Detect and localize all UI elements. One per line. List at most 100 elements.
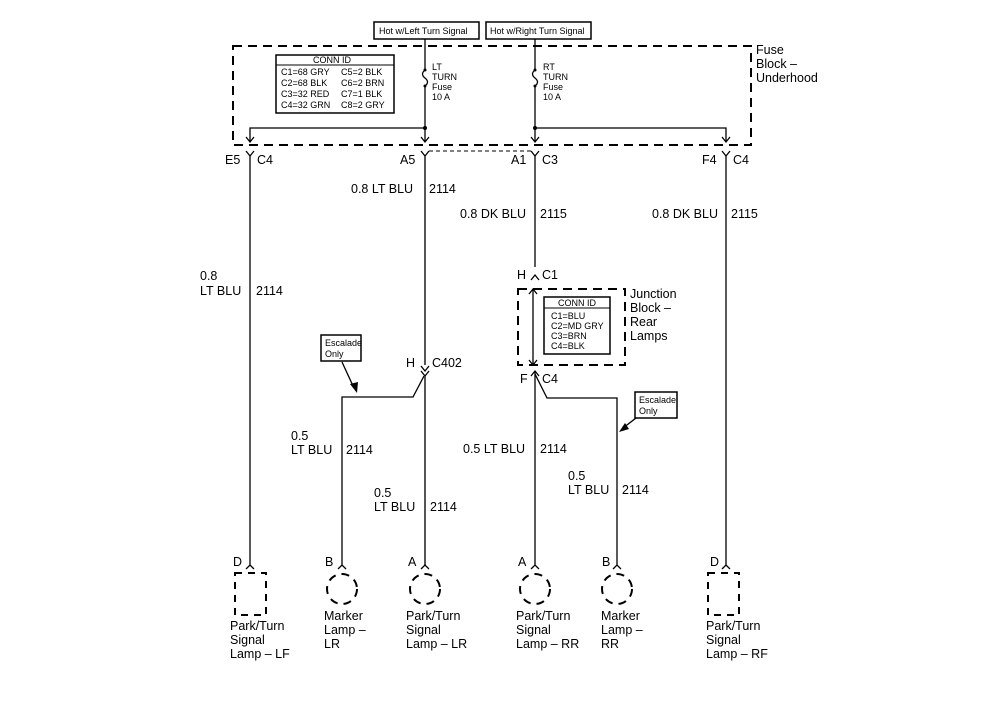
rt-turn-fuse: RT TURN Fuse 10 A [531, 39, 568, 130]
fuse-block-label-1: Fuse [756, 43, 784, 57]
arrow-icon [530, 136, 540, 144]
lf-wire-circuit: 2114 [256, 284, 283, 298]
rt-fuse-label: Fuse [543, 82, 563, 92]
arrow-icon [420, 136, 430, 144]
lamp-lr-marker: B Marker Lamp – LR [324, 555, 366, 651]
f4-pin: F4 [702, 153, 717, 167]
lr-marker-circuit: 2114 [346, 443, 373, 457]
lr-turn-color: LT BLU [374, 500, 415, 514]
lamp-bulb-icon [326, 573, 358, 605]
junction-label: Rear [630, 315, 657, 329]
junction-conn-id: CONN ID C1=BLU C2=MD GRY C3=BRN C4=BLK [543, 296, 611, 355]
lamp-bulb-icon [519, 573, 551, 605]
rr-marker-color: LT BLU [568, 483, 609, 497]
conn-id-cell: C1=68 GRY [281, 67, 330, 77]
wire-lr-marker [341, 375, 425, 565]
lr-marker-gauge: 0.5 [291, 429, 308, 443]
lamp-label: Lamp – [601, 623, 643, 637]
rt-bus [535, 127, 727, 141]
rt-fuse-label: RT [543, 62, 555, 72]
lf-wire-gauge: 0.8 [200, 269, 217, 283]
lamp-bulb-icon [601, 573, 633, 605]
conn-id-cell: C3=32 RED [281, 89, 330, 99]
lamp-pin: A [518, 555, 527, 569]
rt-fuse-label: TURN [543, 72, 568, 82]
fuse-block-label-2: Block – [756, 57, 797, 71]
junction-conn-id-row: C2=MD GRY [551, 321, 604, 331]
fuse-block-outline [232, 45, 752, 146]
lamp-rr-marker: B Marker Lamp – RR [601, 555, 643, 651]
lamp-rr-turn: A Park/Turn Signal Lamp – RR [516, 555, 579, 651]
lamp-label: Park/Turn [516, 609, 570, 623]
a1-conn: C3 [542, 153, 558, 167]
lamp-pin: B [602, 555, 610, 569]
rr-marker-circuit: 2114 [622, 483, 649, 497]
lamp-pin: D [710, 555, 719, 569]
a1-wire-size-color: 0.8 DK BLU [460, 207, 526, 221]
a5-wire-circuit: 2114 [429, 182, 456, 196]
lamp-label: Lamp – RF [706, 647, 768, 661]
lt-bus [249, 127, 425, 141]
connector-icon [337, 564, 347, 570]
conn-id-cell: C4=32 GRN [281, 100, 330, 110]
rr-turn-size-color: 0.5 LT BLU [463, 442, 525, 456]
lamp-lr-turn: A Park/Turn Signal Lamp – LR [406, 555, 467, 651]
h-c1-conn: C1 [542, 268, 558, 282]
connector-icon [420, 365, 430, 373]
connector-icon [721, 564, 731, 570]
arrow-icon [245, 136, 255, 144]
arrow-icon [721, 136, 731, 144]
lamp-label: Signal [516, 623, 551, 637]
junction-block-outline [517, 288, 626, 366]
junction-conn-id-header: CONN ID [558, 298, 597, 308]
lamp-pin: D [233, 555, 242, 569]
right-escalade-note: Escalade Only [619, 391, 678, 432]
lamp-label: Lamp – LR [406, 637, 467, 651]
conn-id-cell: C8=2 GRY [341, 100, 385, 110]
hot-right-turn-box: Hot w/Right Turn Signal [485, 21, 592, 40]
note-text: Only [639, 406, 658, 416]
connector-icon [530, 150, 540, 158]
connector-icon [420, 150, 430, 158]
f-c4-pin: F [520, 372, 528, 386]
note-text: Only [325, 349, 344, 359]
conn-id-cell: C7=1 BLK [341, 89, 382, 99]
f4-conn: C4 [733, 153, 749, 167]
hot-right-turn-label: Hot w/Right Turn Signal [490, 26, 585, 36]
lamp-label: Marker [324, 609, 363, 623]
lamp-label: LR [324, 637, 340, 651]
junction-conn-id-row: C4=BLK [551, 341, 585, 351]
c402-pin: H [406, 356, 415, 370]
note-text: Escalade [325, 338, 362, 348]
e5-conn: C4 [257, 153, 273, 167]
conn-id-cell: C5=2 BLK [341, 67, 382, 77]
junction-label: Lamps [630, 329, 668, 343]
lamp-label: Signal [706, 633, 741, 647]
lt-turn-fuse: LT TURN Fuse 10 A [421, 39, 457, 130]
conn-id-header: CONN ID [313, 55, 352, 65]
arrow-icon [528, 287, 538, 295]
arrow-icon [350, 382, 358, 393]
connector-icon [612, 564, 622, 570]
connector-icon [420, 564, 430, 570]
lf-wire-color: LT BLU [200, 284, 241, 298]
fuse-block-label-3: Underhood [756, 71, 818, 85]
lamp-pin: B [325, 555, 333, 569]
lamp-label: RR [601, 637, 619, 651]
connector-icon [530, 564, 540, 570]
lamp-box [234, 572, 267, 616]
f4-wire-circuit: 2115 [731, 207, 758, 221]
lamp-box [707, 572, 740, 616]
note-text: Escalade [639, 395, 676, 405]
lamp-label: Lamp – LF [230, 647, 290, 661]
connector-icon [245, 150, 255, 158]
c402-conn: C402 [432, 356, 462, 370]
f4-wire-size-color: 0.8 DK BLU [652, 207, 718, 221]
a1-wire-circuit: 2115 [540, 207, 567, 221]
lamp-rf: D Park/Turn Signal Lamp – RF [706, 555, 768, 661]
f-c4-conn: C4 [542, 372, 558, 386]
h-c1-pin: H [517, 268, 526, 282]
a5-wire-size-color: 0.8 LT BLU [351, 182, 413, 196]
connector-icon [245, 564, 255, 570]
rr-marker-gauge: 0.5 [568, 469, 585, 483]
